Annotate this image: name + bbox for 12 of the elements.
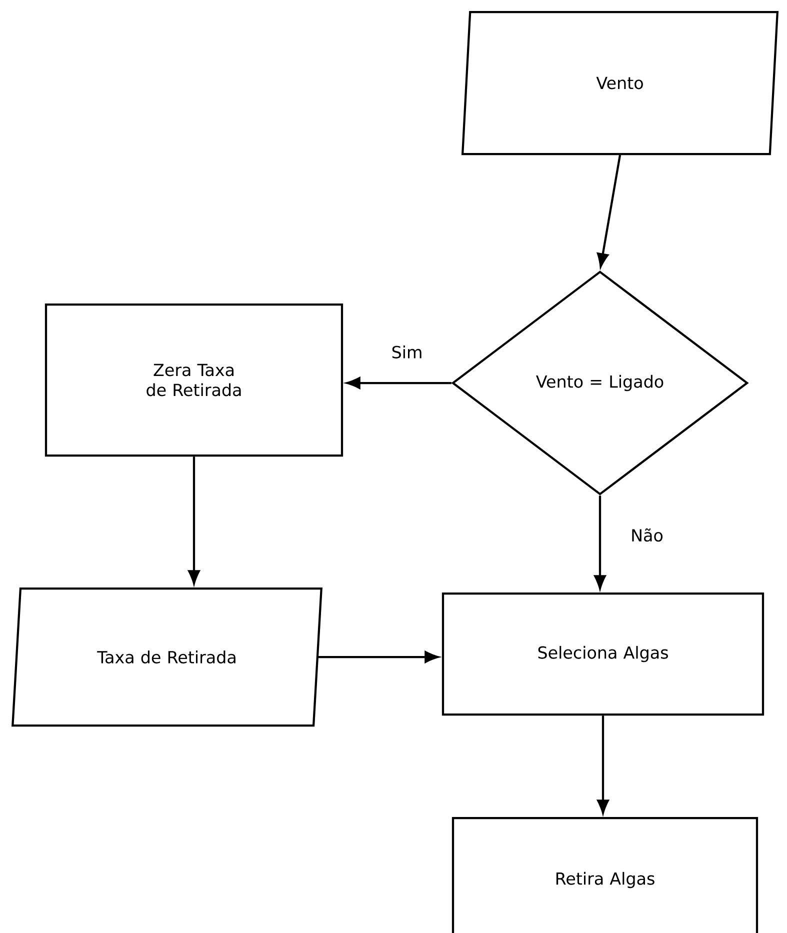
process-box: Seleciona Algas — [442, 592, 764, 716]
edge-label: Sim — [390, 344, 424, 360]
arrow — [318, 651, 439, 663]
process-box: Zera Taxa de Retirada — [44, 303, 344, 457]
arrow — [597, 716, 609, 814]
edge-label: Não — [629, 527, 665, 543]
arrow — [594, 496, 606, 590]
io-parallelogram: Taxa de Retirada — [12, 587, 322, 727]
arrow — [346, 377, 452, 389]
arrow — [597, 154, 622, 268]
process-box: Retira Algas — [452, 816, 758, 933]
arrow — [188, 456, 200, 584]
